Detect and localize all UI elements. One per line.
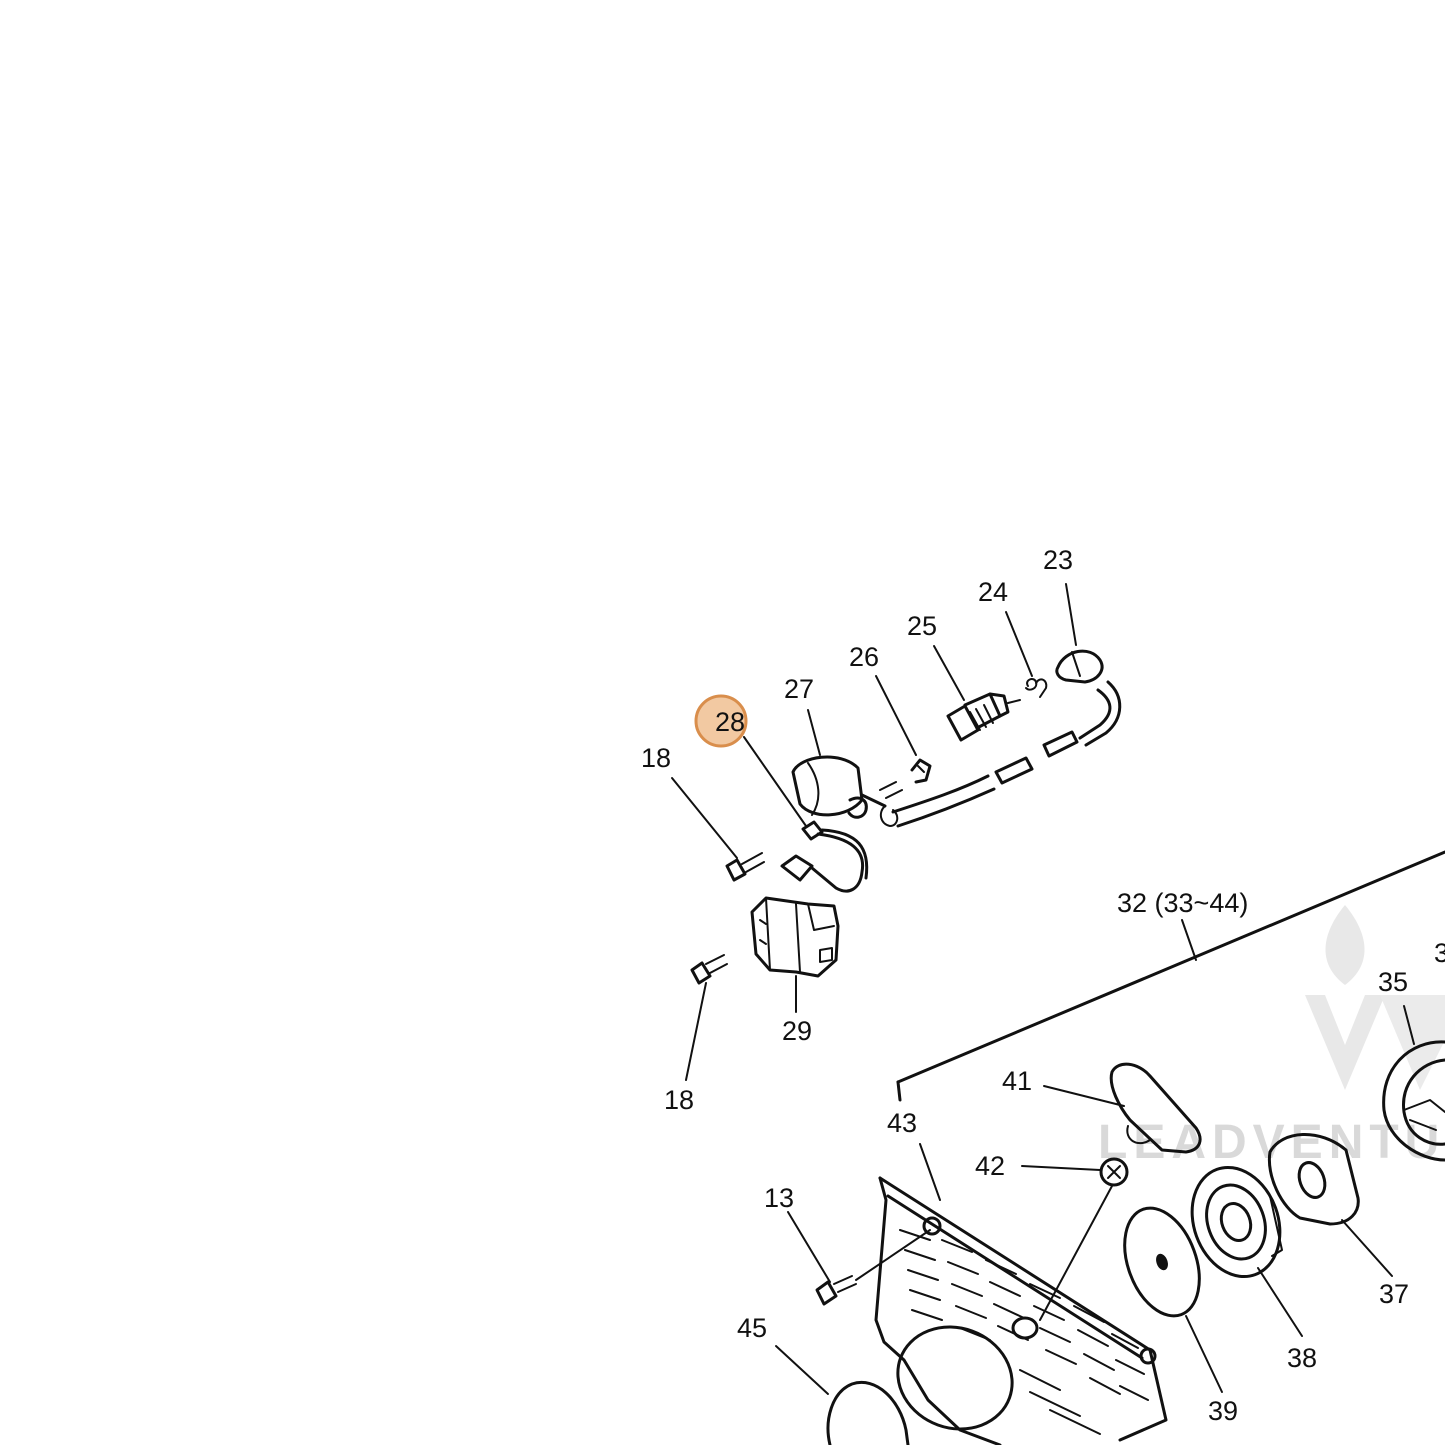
label-18-lower: 18: [664, 1085, 694, 1115]
part-18-screw-upper[interactable]: [725, 852, 765, 882]
part-28-cable[interactable]: [780, 820, 869, 893]
ignition-lead: [879, 680, 1122, 828]
label-3x: 3: [1434, 938, 1445, 968]
label-27: 27: [784, 674, 814, 704]
label-28[interactable]: 28: [715, 707, 745, 737]
part-29-ignition-module[interactable]: [750, 896, 840, 978]
leader-lines: [671, 583, 1415, 1395]
part-27-coil[interactable]: [791, 755, 887, 819]
watermark-text: LEADVENTURE: [1098, 1116, 1445, 1169]
label-42: 42: [975, 1151, 1005, 1181]
part-13-screw[interactable]: [815, 1229, 931, 1306]
part-24-spring[interactable]: [1025, 678, 1048, 698]
part-38-pulley[interactable]: [1177, 1155, 1294, 1289]
label-39: 39: [1208, 1396, 1238, 1426]
label-13: 13: [764, 1183, 794, 1213]
part-39-washer[interactable]: [1111, 1198, 1213, 1327]
label-29: 29: [782, 1016, 812, 1046]
label-38: 38: [1287, 1343, 1317, 1373]
highlight-marker-28[interactable]: [694, 694, 748, 748]
part-43-starter-housing[interactable]: [874, 1176, 1168, 1445]
part-35-ratchet[interactable]: [1382, 1040, 1445, 1162]
label-25: 25: [907, 611, 937, 641]
part-41-handle[interactable]: [1109, 1062, 1202, 1154]
part-26-clip[interactable]: [879, 758, 932, 799]
housing-grille: [899, 1229, 1149, 1435]
label-23: 23: [1043, 545, 1073, 575]
label-26: 26: [849, 642, 879, 672]
label-18-upper: 18: [641, 743, 671, 773]
part-37-spring-case[interactable]: [1267, 1133, 1360, 1226]
label-24: 24: [978, 577, 1008, 607]
label-43: 43: [887, 1108, 917, 1138]
part-45-cover[interactable]: [826, 1381, 910, 1445]
label-45: 45: [737, 1313, 767, 1343]
label-41: 41: [1002, 1066, 1032, 1096]
label-37: 37: [1379, 1279, 1409, 1309]
watermark-logo: [1305, 905, 1445, 1090]
part-23-plug-cap[interactable]: [1055, 649, 1104, 684]
part-25-spark-plug[interactable]: [946, 692, 1021, 742]
part-42-insert[interactable]: [1099, 1157, 1129, 1187]
part-32-starter-assembly[interactable]: [815, 850, 1445, 1445]
callout-labels: 23 24 25 26 27 28 18 29 18 32 (33~44) 35…: [641, 545, 1445, 1426]
label-35: 35: [1378, 967, 1408, 997]
part-18-screw-lower[interactable]: [690, 954, 728, 985]
label-32: 32 (33~44): [1117, 888, 1248, 918]
